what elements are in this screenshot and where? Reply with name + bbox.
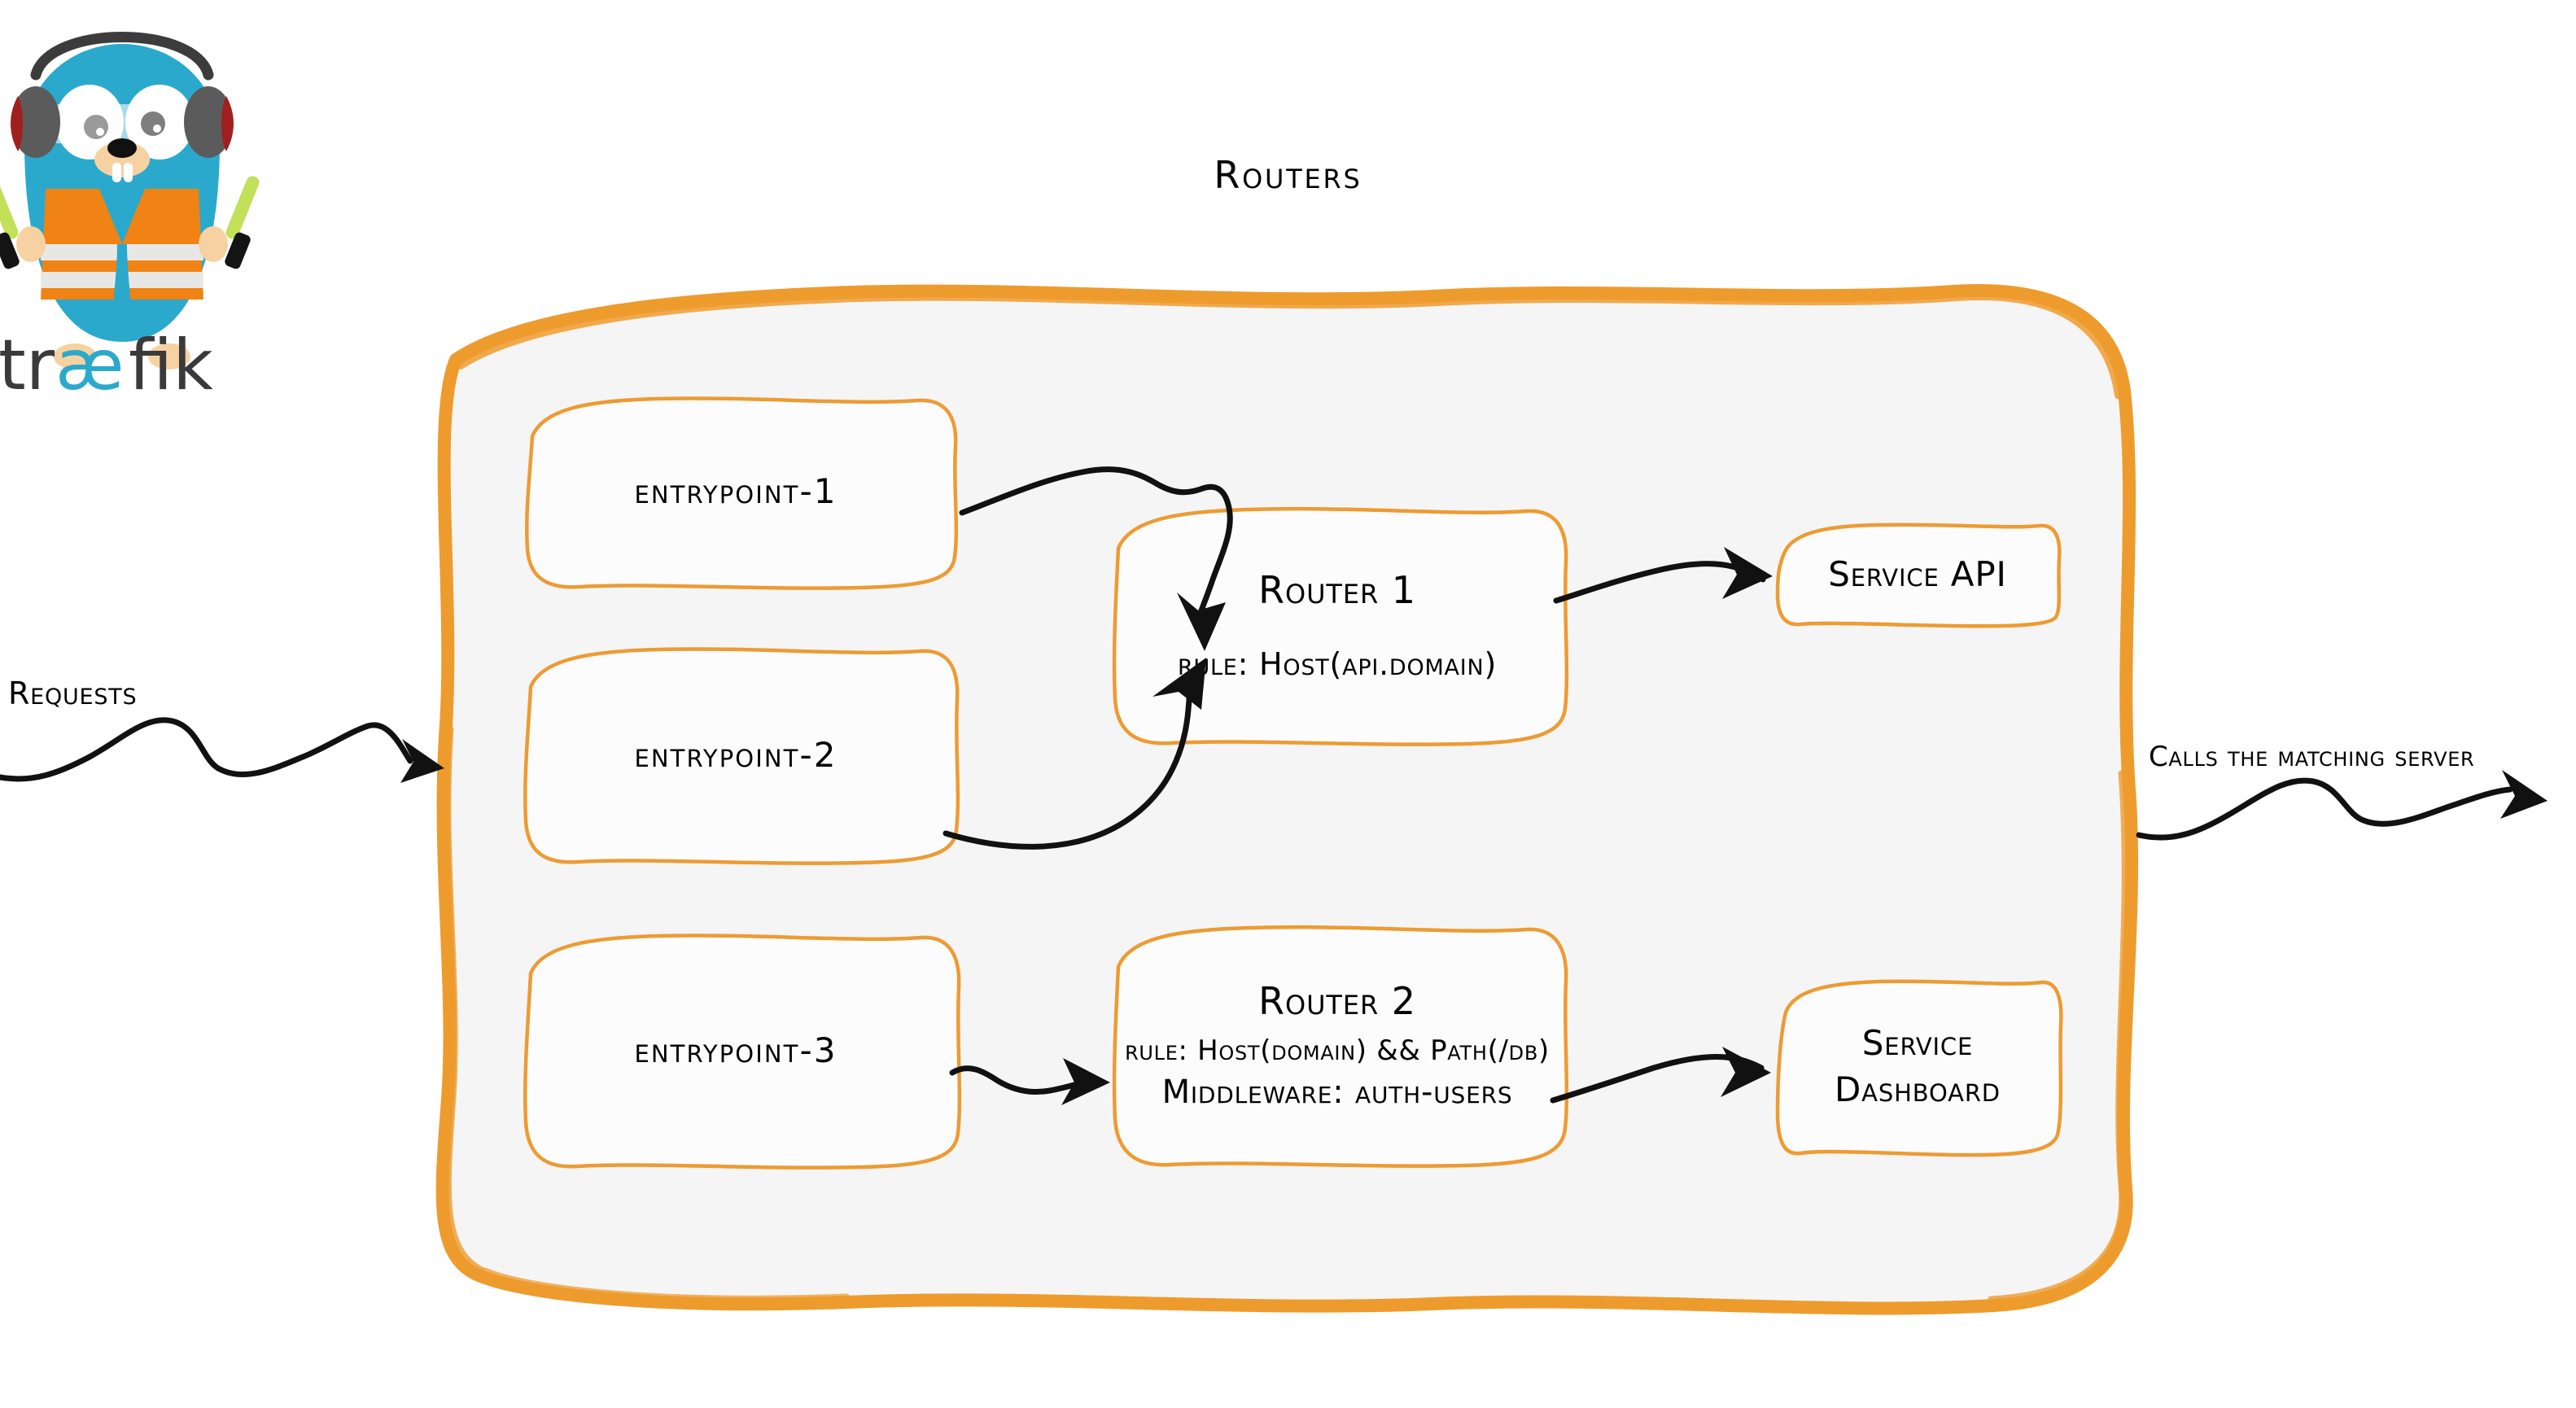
gopher-foot-left bbox=[54, 343, 96, 369]
traefik-wordmark: tr æ fik bbox=[0, 325, 213, 406]
service-dashboard-line2: Dashboard bbox=[1835, 1069, 2001, 1109]
wordmark-left: tr bbox=[0, 325, 55, 406]
wordmark-ae: æ bbox=[55, 325, 124, 406]
service-api-label: Service API bbox=[1828, 553, 2007, 594]
service-api-box[interactable]: Service API bbox=[1771, 521, 2064, 628]
entrypoint-2-label: entrypoint-2 bbox=[634, 734, 838, 775]
entrypoint-3-label: entrypoint-3 bbox=[634, 1030, 838, 1070]
entrypoint-1-label: entrypoint-1 bbox=[634, 470, 838, 511]
gopher-nose bbox=[107, 138, 137, 158]
router-2-box[interactable]: Router 2 rule: Host(domain) && Path(/db)… bbox=[1097, 918, 1577, 1172]
router-2-middleware: Middleware: auth-users bbox=[1161, 1073, 1513, 1111]
service-dashboard-box[interactable]: Service Dashboard bbox=[1771, 975, 2064, 1159]
service-dashboard-line1: Service bbox=[1861, 1023, 1974, 1064]
router-1-box[interactable]: Router 1 rule: Host(api.domain) bbox=[1097, 498, 1577, 752]
safety-vest bbox=[41, 189, 203, 300]
router-1-title: Router 1 bbox=[1258, 568, 1416, 612]
traefik-mascot: tr æ fik bbox=[0, 0, 260, 406]
marshalling-wands bbox=[0, 176, 260, 269]
requests-label: Requests bbox=[8, 676, 138, 711]
entrypoint-1-box[interactable]: entrypoint-1 bbox=[511, 389, 960, 592]
ear-defenders bbox=[11, 86, 234, 158]
calls-arrow-line bbox=[2136, 777, 2513, 841]
page-title: Routers bbox=[1214, 153, 1362, 197]
gopher-hand-right bbox=[199, 226, 228, 262]
requests-arrow-line bbox=[0, 717, 413, 782]
router-2-rule: rule: Host(domain) && Path(/db) bbox=[1125, 1034, 1550, 1067]
router-2-title: Router 2 bbox=[1258, 979, 1416, 1023]
router-1-rule: rule: Host(api.domain) bbox=[1177, 646, 1498, 682]
calls-label: Calls the matching server bbox=[2149, 741, 2475, 773]
gopher-hand-left bbox=[16, 226, 46, 262]
entrypoint-3-box[interactable]: entrypoint-3 bbox=[511, 928, 962, 1172]
gopher-foot-right bbox=[148, 343, 190, 369]
entrypoint-2-box[interactable]: entrypoint-2 bbox=[511, 641, 960, 868]
headphone-band bbox=[30, 32, 214, 81]
wordmark-right: fik bbox=[129, 325, 213, 406]
